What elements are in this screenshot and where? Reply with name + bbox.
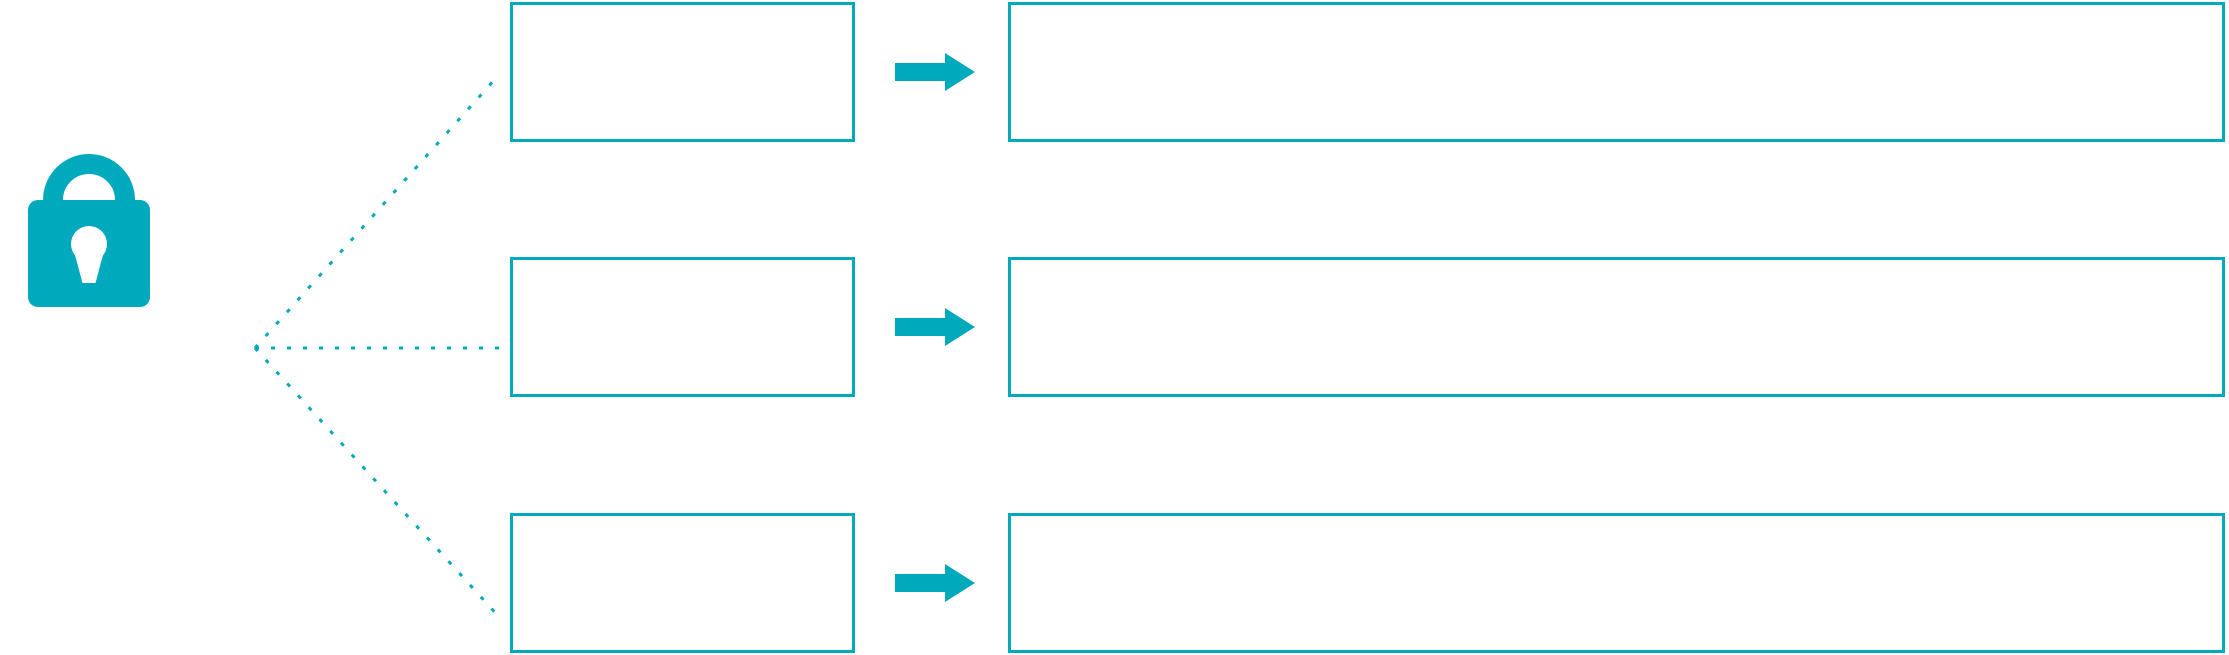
padlock-shackle-icon: [43, 154, 135, 204]
right-box-3[interactable]: [1008, 513, 2225, 653]
connector-bottom: [253, 346, 502, 620]
arrow-right-icon-2: [895, 308, 975, 346]
arrow-right-icon-1: [895, 53, 975, 91]
padlock-icon[interactable]: [28, 154, 150, 307]
rows-group: [510, 2, 2225, 653]
padlock-keyhole-stem-icon: [74, 252, 104, 283]
connectors-group: [253, 77, 502, 620]
arrow-right-icon-3: [895, 564, 975, 602]
right-box-1[interactable]: [1008, 2, 2225, 142]
left-box-2[interactable]: [510, 257, 855, 397]
left-box-1[interactable]: [510, 2, 855, 142]
connector-top: [253, 77, 498, 349]
left-box-3[interactable]: [510, 513, 855, 653]
right-box-2[interactable]: [1008, 257, 2225, 397]
